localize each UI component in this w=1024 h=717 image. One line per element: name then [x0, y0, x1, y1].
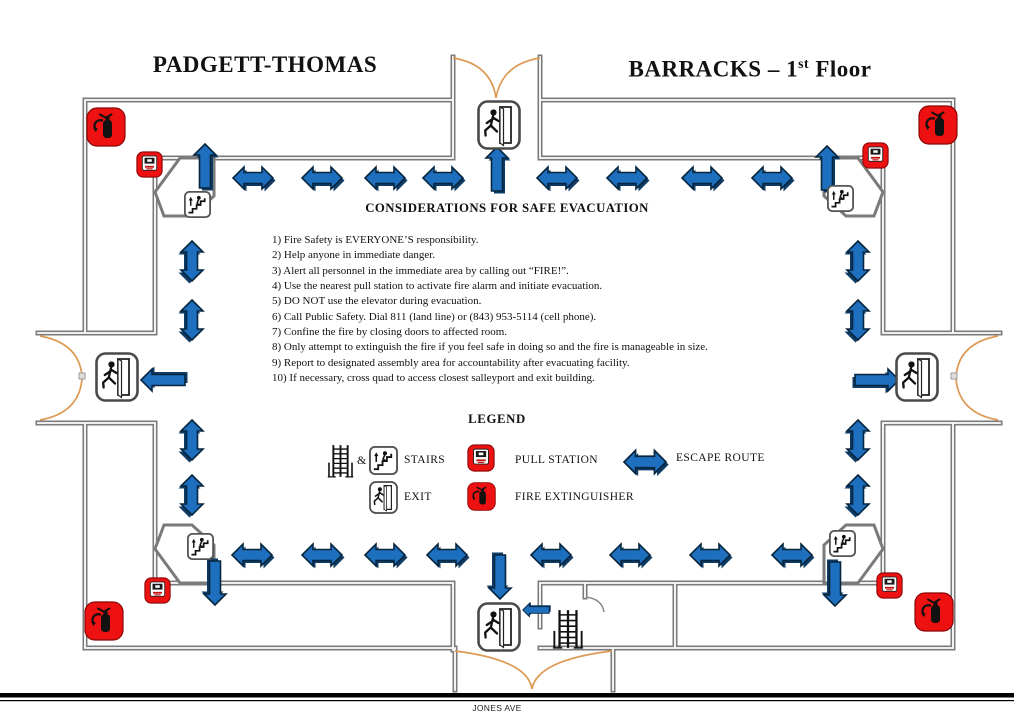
considerations-item: 7) Confine the fire by closing doors to … [272, 326, 508, 339]
title-right-superscript: st [798, 56, 810, 71]
escape-route-arrow [301, 166, 346, 193]
ladder-room-door-arc [585, 596, 605, 613]
legend-ampersand: & [357, 453, 367, 467]
stairs-icon [369, 446, 398, 475]
pull-station-icon [876, 572, 903, 599]
pull-station-icon [136, 151, 163, 178]
building-walls [35, 54, 1003, 693]
escape-route-arrow [177, 240, 204, 285]
escape-route-arrow [536, 166, 581, 193]
considerations-item: 5) DO NOT use the elevator during evacua… [272, 295, 482, 308]
exit-icon [95, 352, 139, 402]
stairs-icon [827, 185, 854, 212]
escape-route-arrow [364, 543, 409, 570]
title-right-rest: Floor [809, 56, 872, 82]
escape-route-arrow [177, 474, 204, 519]
ladder-stairs-icon [327, 444, 354, 478]
pull-station-icon [862, 142, 889, 169]
considerations-heading: CONSIDERATIONS FOR SAFE EVACUATION [365, 201, 649, 215]
legend-label-stairs: STAIRS [404, 454, 446, 466]
pull-station-icon [144, 577, 171, 604]
stairs-icon [184, 191, 211, 218]
considerations-item: 6) Call Public Safety. Dial 811 (land li… [272, 310, 597, 323]
exit-icon [477, 602, 521, 652]
escape-route-arrow [623, 449, 670, 478]
considerations-item: 8) Only attempt to extinguish the fire i… [272, 341, 708, 354]
escape-route-arrow [681, 166, 726, 193]
escape-route-arrow [177, 299, 204, 344]
stairs-icon [187, 533, 214, 560]
escape-route-arrow [606, 166, 651, 193]
building-title-right: BARRACKS – 1st Floor [600, 56, 900, 83]
considerations-list: 1) Fire Safety is EVERYONE’S responsibil… [272, 233, 708, 386]
exit-direction-arrow [851, 368, 900, 395]
stairs-icon [829, 530, 856, 557]
escape-route-arrow [231, 543, 276, 570]
considerations-item: 2) Help anyone in immediate danger. [272, 249, 436, 262]
escape-route-arrow [843, 240, 870, 285]
exit-direction-arrow [522, 601, 552, 618]
escape-route-arrow [177, 419, 204, 464]
escape-route-arrow [301, 543, 346, 570]
street-name: JONES AVE [472, 703, 522, 713]
escape-route-arrow [843, 474, 870, 519]
building-title-left: PADGETT-THOMAS [152, 52, 378, 77]
considerations-item: 9) Report to designated assembly area fo… [272, 356, 630, 369]
fire-extinguisher-icon [918, 105, 958, 145]
escape-route-arrow [422, 166, 467, 193]
legend-label-fire-extinguisher: FIRE EXTINGUISHER [515, 491, 634, 503]
door-hinge-right [950, 372, 958, 380]
fire-extinguisher-icon [467, 482, 496, 511]
escape-route-arrow [609, 543, 654, 570]
considerations-item: 10) If necessary, cross quad to access c… [272, 372, 595, 385]
legend-label-escape-route: ESCAPE ROUTE [676, 452, 765, 464]
escape-route-arrow [843, 419, 870, 464]
title-right-main: BARRACKS – 1 [628, 56, 799, 82]
escape-route-arrow [843, 299, 870, 344]
fire-extinguisher-icon [914, 592, 954, 632]
exit-icon [477, 100, 521, 150]
escape-route-arrow [689, 543, 734, 570]
wall-hollow-core [37, 56, 1001, 691]
legend-label-pull-station: PULL STATION [515, 454, 598, 466]
escape-route-arrow [426, 543, 471, 570]
legend-label-exit: EXIT [404, 491, 432, 503]
salleyport-door-arcs [39, 57, 999, 690]
escape-route-arrow [530, 543, 575, 570]
considerations-item: 3) Alert all personnel in the immediate … [272, 264, 569, 277]
exit-direction-arrow [485, 146, 512, 195]
exit-direction-arrow [485, 551, 512, 600]
fire-extinguisher-icon [86, 107, 126, 147]
escape-route-arrow [364, 166, 409, 193]
street [0, 693, 1014, 702]
pull-station-icon [467, 444, 495, 472]
ladder-stairs-icon [552, 609, 584, 649]
escape-route-arrow [751, 166, 796, 193]
considerations-item: 1) Fire Safety is EVERYONE’S responsibil… [272, 234, 479, 246]
legend-heading: LEGEND [468, 412, 526, 426]
escape-route-arrow [771, 543, 816, 570]
door-hinge-left [78, 372, 86, 380]
exit-icon [369, 481, 398, 514]
exit-icon [895, 352, 939, 402]
considerations-item: 4) Use the nearest pull station to activ… [272, 280, 603, 293]
fire-extinguisher-icon [84, 601, 124, 641]
escape-route-arrow [232, 166, 277, 193]
exit-direction-arrow [140, 365, 189, 392]
